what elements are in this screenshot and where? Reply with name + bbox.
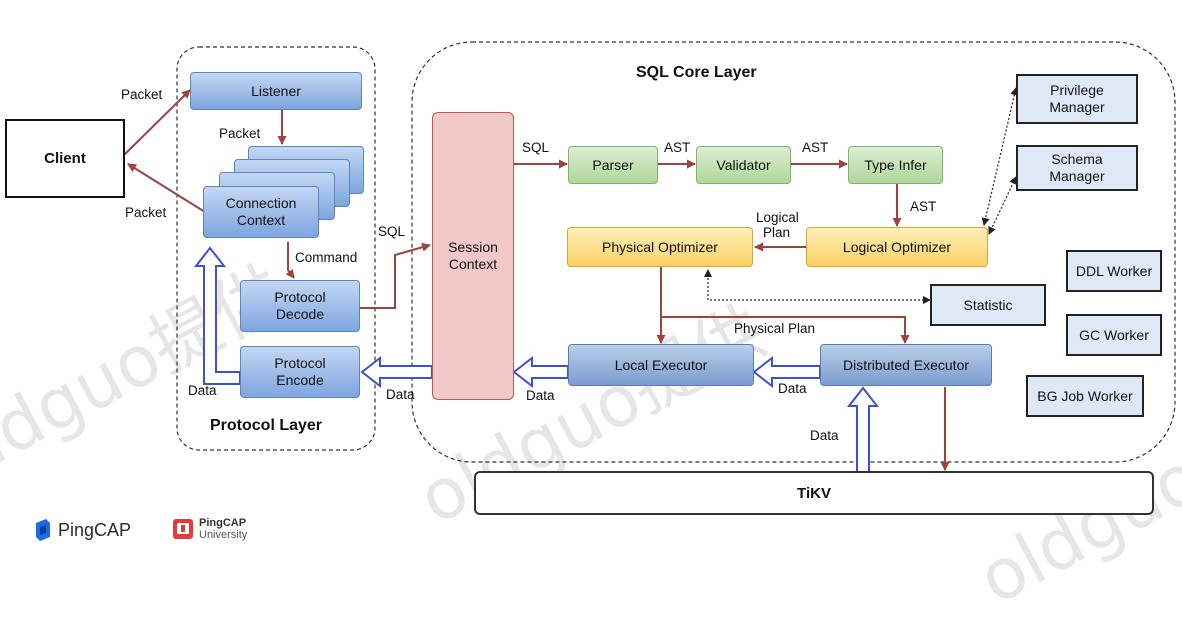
connection-context-box: Connection Context — [203, 186, 319, 238]
physical-optimizer-label: Physical Optimizer — [602, 238, 718, 255]
edge-label-data-protocol: Data — [188, 383, 217, 398]
listener-box: Listener — [190, 72, 362, 110]
edge-label-ast-2: AST — [802, 140, 829, 155]
bg-job-worker-label: BG Job Worker — [1037, 387, 1133, 404]
connectors — [123, 41, 1176, 473]
university-logo-title: PingCAP — [199, 517, 247, 529]
ddl-worker-label: DDL Worker — [1075, 262, 1153, 279]
schema-manager-line2: Manager — [1049, 168, 1105, 184]
edge-label-data-tikv: Data — [810, 428, 839, 443]
validator-box: Validator — [696, 146, 791, 184]
statistic-label: Statistic — [963, 296, 1013, 313]
distributed-executor-label: Distributed Executor — [842, 356, 970, 373]
protocol-decode-line2: Decode — [275, 306, 325, 322]
edge-label-data-distributed: Data — [778, 381, 807, 396]
tikv-label: TiKV — [797, 484, 831, 502]
tikv-box: TiKV — [474, 471, 1154, 515]
session-context-line1: Session — [448, 239, 498, 255]
pingcap-university-logo: PingCAP University — [172, 517, 247, 541]
distributed-executor-box: Distributed Executor — [820, 344, 992, 386]
schema-manager-line1: Schema — [1051, 151, 1103, 167]
local-executor-box: Local Executor — [568, 344, 754, 386]
pingcap-logo: PingCAP — [34, 519, 131, 541]
protocol-encode-box: Protocol Encode — [240, 346, 360, 398]
local-executor-label: Local Executor — [614, 356, 708, 373]
privilege-manager-line1: Privilege — [1050, 82, 1104, 98]
bg-job-worker-box: BG Job Worker — [1026, 375, 1144, 417]
edge-label-physical-plan: Physical Plan — [734, 321, 816, 336]
edge-label-data-local: Data — [526, 388, 555, 403]
sql-core-layer-title: SQL Core Layer — [636, 64, 757, 81]
edge-label-data-session: Data — [386, 387, 415, 402]
edge-label-sql-parser: SQL — [522, 140, 550, 155]
edge-label-logical-plan-1: Logical — [756, 210, 799, 225]
edge-label-ast-1: AST — [664, 140, 691, 155]
client-box: Client — [5, 119, 125, 198]
logical-optimizer-box: Logical Optimizer — [806, 227, 988, 267]
protocol-decode-box: Protocol Decode — [240, 280, 360, 332]
protocol-layer-title: Protocol Layer — [210, 417, 323, 434]
edge-label-packet-out: Packet — [125, 205, 167, 220]
physical-optimizer-box: Physical Optimizer — [567, 227, 753, 267]
connection-context-line2: Context — [236, 212, 286, 228]
type-infer-label: Type Infer — [864, 156, 927, 173]
pingcap-logo-icon — [36, 519, 50, 541]
architecture-diagram: oldguo提供 oldguo提供 oldguo提供 — [0, 41, 1182, 620]
client-label: Client — [44, 150, 86, 167]
privilege-manager-line2: Manager — [1049, 99, 1105, 115]
session-context-line2: Context — [448, 256, 498, 272]
connection-context-line1: Connection — [225, 195, 297, 211]
gc-worker-label: GC Worker — [1079, 326, 1149, 343]
university-book-icon — [173, 519, 193, 539]
privilege-manager-box: Privilege Manager — [1016, 74, 1138, 124]
session-context-box: Session Context — [432, 112, 514, 400]
protocol-encode-line2: Encode — [276, 372, 324, 388]
protocol-encode-line1: Protocol — [274, 355, 326, 371]
schema-manager-box: Schema Manager — [1016, 145, 1138, 191]
protocol-decode-line1: Protocol — [274, 289, 326, 305]
edge-label-packet-in: Packet — [121, 87, 163, 102]
statistic-box: Statistic — [930, 284, 1046, 326]
edge-label-packet-internal: Packet — [219, 126, 261, 141]
edge-label-ast-3: AST — [910, 199, 937, 214]
type-infer-box: Type Infer — [848, 146, 943, 184]
pingcap-logo-text: PingCAP — [58, 519, 132, 540]
parser-box: Parser — [568, 146, 658, 184]
gc-worker-box: GC Worker — [1066, 314, 1162, 356]
edge-label-logical-plan-2: Plan — [763, 225, 791, 240]
edge-label-command: Command — [295, 250, 358, 265]
ddl-worker-box: DDL Worker — [1066, 250, 1162, 292]
validator-label: Validator — [716, 156, 771, 173]
edge-label-sql-session: SQL — [378, 224, 406, 239]
logical-optimizer-label: Logical Optimizer — [842, 238, 952, 255]
parser-label: Parser — [592, 156, 634, 173]
university-logo-subtitle: University — [199, 529, 248, 541]
listener-label: Listener — [251, 82, 301, 99]
